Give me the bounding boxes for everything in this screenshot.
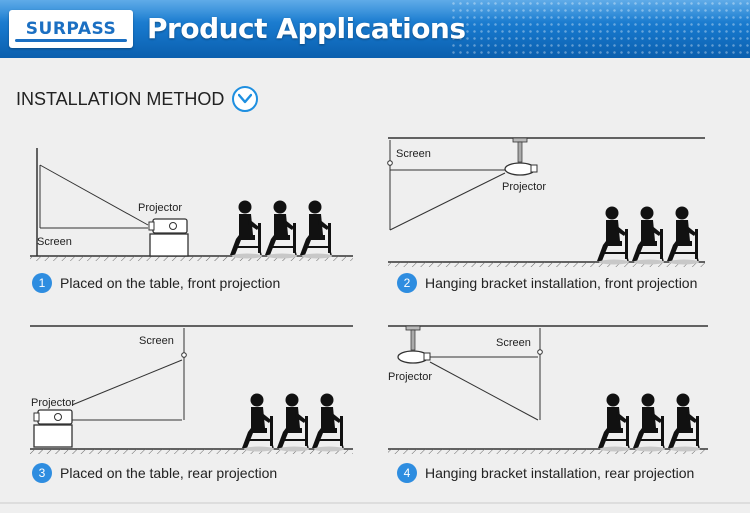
screen-label: Screen xyxy=(496,337,531,349)
diagram-2: Screen Projector xyxy=(387,137,705,267)
step-number-badge: 1 xyxy=(32,273,52,293)
step-number-badge: 4 xyxy=(397,463,417,483)
logo-swoosh xyxy=(15,39,127,42)
caption-text: Placed on the table, rear projection xyxy=(60,465,278,481)
projector-label: Projector xyxy=(31,397,75,409)
projector-label: Projector xyxy=(502,181,546,193)
caption-text: Placed on the table, front projection xyxy=(60,275,281,291)
diagram-4: Screen Projector xyxy=(388,325,708,454)
caption-text: Hanging bracket installation, front proj… xyxy=(425,275,698,291)
caption-text: Hanging bracket installation, rear proje… xyxy=(425,465,695,481)
caption-1: 1 Placed on the table, front projection xyxy=(32,273,280,293)
section-title: INSTALLATION METHOD xyxy=(16,89,225,109)
caption-3: 3 Placed on the table, rear projection xyxy=(32,463,277,483)
diagram-1: Projector Screen xyxy=(30,148,353,261)
page-title: Product Applications xyxy=(147,12,466,45)
projector-label: Projector xyxy=(138,202,182,214)
bottom-divider xyxy=(0,502,750,504)
header-banner: SURPASS Product Applications xyxy=(0,0,750,58)
caption-2: 2 Hanging bracket installation, front pr… xyxy=(397,273,697,293)
diagram-3: Screen Projector xyxy=(30,325,353,454)
screen-label: Screen xyxy=(396,148,431,160)
screen-label: Screen xyxy=(139,335,174,347)
brand-logo: SURPASS xyxy=(9,10,133,48)
logo-text: SURPASS xyxy=(25,19,117,39)
caption-4: 4 Hanging bracket installation, rear pro… xyxy=(397,463,694,483)
chevron-down-icon[interactable] xyxy=(232,86,258,112)
banner-dot-pattern xyxy=(450,0,750,58)
projector-label: Projector xyxy=(388,371,432,383)
banner-sheen xyxy=(0,0,750,22)
step-number-badge: 2 xyxy=(397,273,417,293)
screen-label: Screen xyxy=(37,236,72,248)
step-number-badge: 3 xyxy=(32,463,52,483)
